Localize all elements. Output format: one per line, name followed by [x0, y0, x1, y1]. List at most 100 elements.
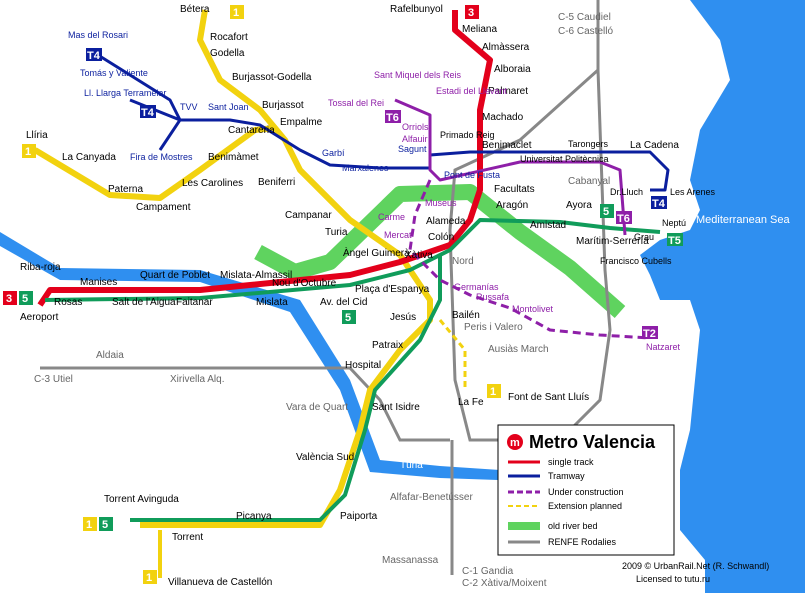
badge-line5-aeroport: 5	[19, 291, 33, 305]
station-salt-de-laigua: Salt de l'Aigua	[112, 297, 176, 308]
station-primado-reig: Primado Reig	[440, 130, 495, 140]
station-germanias: Germanías	[454, 282, 499, 292]
station-marxalenes: Marxalenes	[342, 163, 389, 173]
station-pont-de-fusta: Pont de Fusta	[444, 170, 500, 180]
renfe-c1: C-1 Gandia	[462, 566, 514, 577]
station-quart-de-poblet: Quart de Poblet	[140, 270, 210, 281]
badge-line1-torrent: 1	[83, 517, 97, 531]
station-meliana: Meliana	[462, 24, 497, 35]
station-fira-de-mostres: Fira de Mostres	[130, 152, 193, 162]
station-francisco-cubells: Francisco Cubells	[600, 256, 672, 266]
svg-text:5: 5	[22, 293, 28, 305]
renfe-c5: C-5 Caudiel	[558, 12, 611, 23]
svg-text:1: 1	[233, 7, 239, 19]
station-betera: Bétera	[180, 4, 210, 15]
badge-t6-maritim: T6	[616, 211, 632, 225]
badge-t4-les-arenes: T4	[651, 196, 667, 210]
badge-t6: T6	[385, 110, 401, 124]
legend-item-tramway: Tramway	[548, 471, 585, 481]
badge-line1-betera: 1	[230, 5, 244, 19]
legend-item-renfe: RENFE Rodalies	[548, 537, 617, 547]
station-la-cadena: La Cadena	[630, 140, 679, 151]
station-ausias-march: Ausiàs March	[488, 344, 549, 355]
renfe-alfafar: Alfafar-Benetússer	[390, 492, 473, 503]
svg-text:1: 1	[25, 146, 31, 158]
station-tvv: TVV	[180, 102, 198, 112]
station-tossal-del-rei: Tossal del Rei	[328, 98, 384, 108]
station-la-canyada: La Canyada	[62, 152, 116, 163]
legend-title: Metro Valencia	[529, 432, 656, 452]
svg-text:1: 1	[490, 386, 496, 398]
station-amistad: Amistad	[530, 220, 566, 231]
svg-text:5: 5	[102, 519, 108, 531]
station-turia: Turia	[325, 227, 348, 238]
station-riba-roja: Riba-roja	[20, 262, 61, 273]
badge-line1-lliria: 1	[22, 144, 36, 158]
line1-north	[140, 9, 433, 528]
badge-line5-torrent: 5	[99, 517, 113, 531]
line5-south	[130, 255, 442, 522]
legend-item-extension-planned: Extension planned	[548, 501, 622, 511]
station-benimaclet: Benimaclet	[482, 140, 532, 151]
station-torrent-avinguda: Torrent Avinguda	[104, 494, 179, 505]
sea-label: Mediterranean Sea	[696, 214, 790, 226]
renfe-massanassa: Massanassa	[382, 555, 439, 566]
tram-t4	[89, 48, 670, 192]
svg-text:3: 3	[6, 293, 12, 305]
station-aragon: Aragón	[496, 200, 528, 211]
legend: m Metro Valencia single track Tramway Un…	[497, 424, 675, 556]
line1-west	[33, 125, 276, 201]
station-lliria: Llíria	[26, 130, 48, 141]
station-tarongers: Tarongers	[568, 139, 609, 149]
svg-text:1: 1	[146, 572, 152, 584]
station-facultats: Facultats	[494, 184, 535, 195]
line1-tram-dashed	[438, 319, 467, 390]
station-rosas: Rosas	[54, 297, 82, 308]
badge-line1-la-fe: 1	[487, 384, 501, 398]
station-colon: Colón	[428, 232, 454, 243]
station-villanueva: Villanueva de Castellón	[168, 577, 272, 588]
station-burjassot: Burjassot	[262, 100, 304, 111]
svg-text:T4: T4	[141, 107, 155, 119]
station-almassera: Almàssera	[482, 42, 530, 53]
station-picanya: Picanya	[236, 511, 272, 522]
station-ayora: Ayora	[566, 200, 592, 211]
credit-line-1: 2009 © UrbanRail.Net (R. Schwandl)	[622, 561, 769, 571]
station-paterna: Paterna	[108, 184, 143, 195]
station-aeroport: Aeroport	[20, 312, 59, 323]
station-mislata: Mislata	[256, 297, 288, 308]
station-sagunt: Sagunt	[398, 144, 427, 154]
station-font-de-sant-lluis: Font de Sant Lluís	[508, 392, 589, 403]
renfe-xirivella: Xirivella Alq.	[170, 374, 224, 385]
station-palmaret: Palmaret	[488, 86, 528, 97]
station-manises: Manises	[80, 277, 117, 288]
svg-text:T6: T6	[617, 213, 630, 225]
station-bailen: Bailén	[452, 310, 480, 321]
station-grau: Grau	[634, 232, 654, 242]
station-mas-del-rosari: Mas del Rosari	[68, 30, 128, 40]
credit-line-2: Licensed to tutu.ru	[636, 574, 710, 584]
tram-t6	[394, 98, 627, 236]
station-av-del-cid: Av. del Cid	[320, 297, 367, 308]
badge-line1-villanueva: 1	[143, 570, 157, 584]
station-dr-lluch: Dr.Lluch	[610, 187, 643, 197]
metro-logo-icon	[507, 434, 523, 450]
station-torrent: Torrent	[172, 532, 203, 543]
old-river-bed	[254, 184, 626, 319]
station-sant-isidre: Sant Isidre	[372, 402, 420, 413]
station-benimamet: Benimàmet	[208, 152, 259, 163]
badge-t5-neptu: T5	[667, 233, 683, 247]
station-beniferri: Beniferri	[258, 177, 295, 188]
station-la-fe: La Fe	[458, 397, 484, 408]
station-faitanar: Faitanar	[176, 297, 213, 308]
station-estadi-del-llevant: Estadi del Llevant	[436, 86, 508, 96]
badge-t4-llarga: T4	[140, 105, 156, 119]
station-carme: Carme	[378, 212, 405, 222]
station-universitat: Universitat Politècnica	[520, 154, 609, 164]
station-alameda: Alameda	[426, 216, 466, 227]
renfe-c2: C-2 Xàtiva/Moixent	[462, 578, 547, 589]
renfe-vara-de-quart: Vara de Quart	[286, 402, 348, 413]
station-mercat: Mercat	[384, 230, 412, 240]
